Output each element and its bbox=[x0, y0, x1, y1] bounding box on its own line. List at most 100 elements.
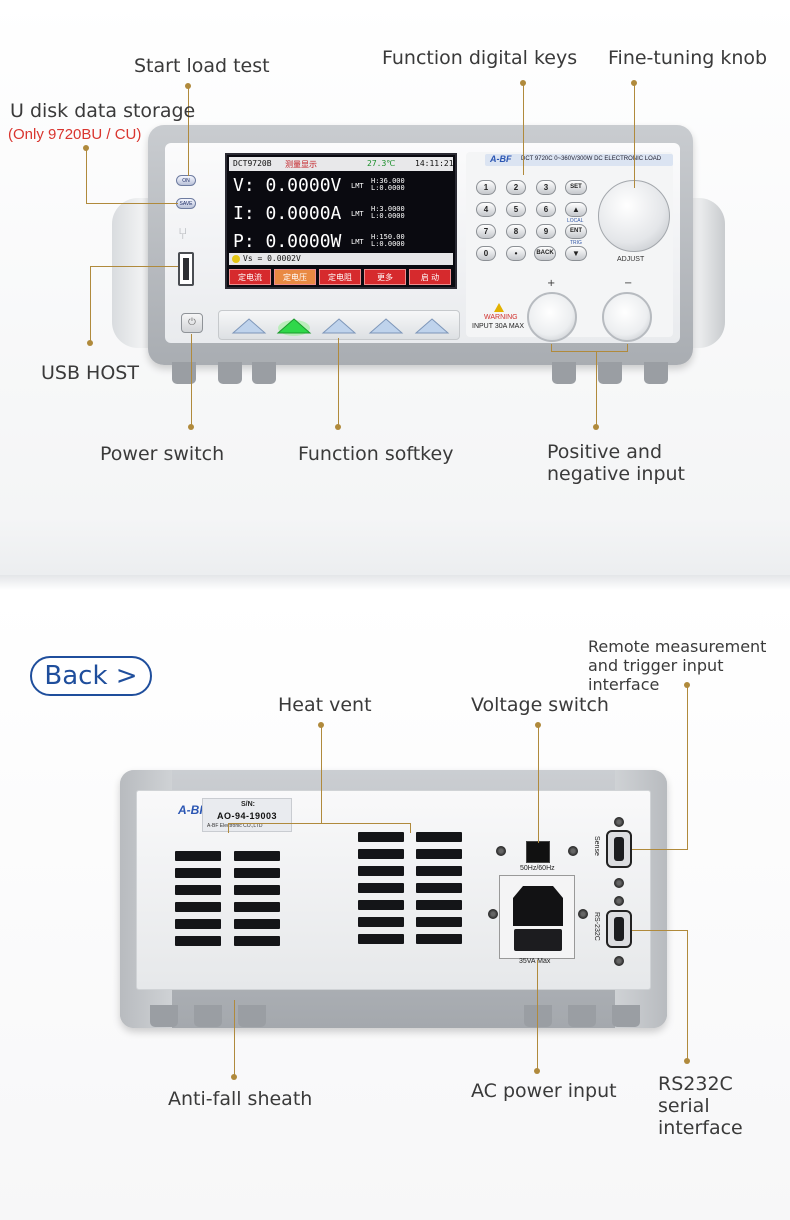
key-back[interactable]: BACK bbox=[534, 246, 556, 261]
power-button[interactable]: ⏻ bbox=[181, 313, 203, 333]
screen-status-bar: DCT9720B 测量显示 27.3℃ 14:11:21 bbox=[229, 157, 454, 171]
softkey-4[interactable] bbox=[368, 318, 404, 334]
p-limit-low: L:0.0000 bbox=[371, 240, 405, 248]
vent-slot bbox=[416, 900, 462, 910]
label-u-disk-storage: U disk data storage bbox=[10, 100, 196, 122]
ac-power-socket[interactable] bbox=[513, 886, 563, 926]
minus-mark: − bbox=[624, 278, 633, 289]
leader-dot bbox=[87, 340, 93, 346]
vent-slot bbox=[358, 883, 404, 893]
key-9[interactable]: 9 bbox=[536, 224, 556, 239]
i-limit-high: H:3.0000 bbox=[371, 205, 405, 213]
foot bbox=[194, 1005, 222, 1027]
screw bbox=[488, 909, 498, 919]
leader-line bbox=[523, 83, 524, 175]
key-4[interactable]: 4 bbox=[476, 202, 496, 217]
leader-line bbox=[188, 86, 189, 176]
key-8[interactable]: 8 bbox=[506, 224, 526, 239]
usb-port[interactable] bbox=[178, 252, 194, 286]
label-start-load-test: Start load test bbox=[134, 55, 270, 77]
screw bbox=[614, 896, 624, 906]
lmt-label: LMT bbox=[351, 182, 364, 190]
screw bbox=[568, 846, 578, 856]
foot bbox=[252, 362, 276, 384]
key-down[interactable]: ▼ bbox=[565, 246, 587, 261]
softkey-1[interactable] bbox=[231, 318, 267, 334]
on-button[interactable]: ON bbox=[176, 175, 196, 186]
section-divider bbox=[0, 575, 790, 590]
lmt-label: LMT bbox=[351, 238, 364, 246]
positive-terminal[interactable] bbox=[527, 292, 577, 342]
sense-label: Sense bbox=[593, 836, 600, 856]
softkey-2[interactable] bbox=[276, 318, 312, 336]
key-7[interactable]: 7 bbox=[476, 224, 496, 239]
leader-dot bbox=[188, 424, 194, 430]
vent-slot bbox=[358, 866, 404, 876]
key-3[interactable]: 3 bbox=[536, 180, 556, 195]
leader-line bbox=[321, 725, 322, 823]
softkey-5[interactable] bbox=[414, 318, 450, 334]
leader-line bbox=[86, 148, 87, 203]
key-ent[interactable]: ENT bbox=[565, 224, 587, 239]
leader-line bbox=[234, 1000, 235, 1076]
key-2[interactable]: 2 bbox=[506, 180, 526, 195]
label-function-digital-keys: Function digital keys bbox=[382, 47, 578, 69]
foot bbox=[150, 1005, 178, 1027]
foot bbox=[218, 362, 242, 384]
leader-line bbox=[551, 351, 628, 352]
save-button[interactable]: SAVE bbox=[176, 198, 196, 209]
company-name: A-BF Electronic CO.,LTD bbox=[207, 823, 263, 829]
voltage-reading: V: 0.0000V bbox=[233, 175, 342, 196]
key-up[interactable]: ▲ bbox=[565, 202, 587, 217]
foot bbox=[568, 1005, 596, 1027]
vent-slot bbox=[358, 849, 404, 859]
label-function-softkey: Function softkey bbox=[298, 443, 454, 465]
vent-slot bbox=[234, 868, 280, 878]
leader-line bbox=[90, 266, 91, 342]
key-dot[interactable]: • bbox=[506, 246, 526, 261]
back-button[interactable]: Back > bbox=[30, 656, 152, 696]
softkey-label-cr: 定电阻 bbox=[319, 269, 361, 285]
voltage-switch[interactable] bbox=[526, 841, 550, 863]
leader-line bbox=[551, 344, 552, 352]
key-0[interactable]: 0 bbox=[476, 246, 496, 261]
sn-value: AO-94-19003 bbox=[217, 811, 278, 821]
power-icon: ⏻ bbox=[188, 317, 196, 328]
leader-dot bbox=[593, 424, 599, 430]
lcd-screen: DCT9720B 测量显示 27.3℃ 14:11:21 V: 0.0000V … bbox=[225, 153, 457, 289]
screen-time: 14:11:21 bbox=[415, 159, 454, 168]
foot bbox=[238, 1005, 266, 1027]
power-rating-label: 35VA Max bbox=[519, 958, 551, 965]
vent-slot bbox=[175, 902, 221, 912]
screen-temp: 27.3℃ bbox=[367, 159, 396, 168]
foot bbox=[644, 362, 668, 384]
label-voltage-switch: Voltage switch bbox=[471, 694, 609, 716]
softkey-label-start: 启 动 bbox=[409, 269, 451, 285]
rs232-port[interactable] bbox=[606, 910, 632, 948]
fuse-holder[interactable] bbox=[514, 929, 562, 951]
softkey-3[interactable] bbox=[321, 318, 357, 334]
leader-line bbox=[632, 849, 688, 850]
vent-slot bbox=[416, 849, 462, 859]
key-1[interactable]: 1 bbox=[476, 180, 496, 195]
sn-label: S/N: bbox=[241, 801, 255, 808]
leader-line bbox=[228, 823, 229, 833]
v-limit-low: L:0.0000 bbox=[371, 184, 405, 192]
vent-slot bbox=[416, 934, 462, 944]
label-fine-tuning-knob: Fine-tuning knob bbox=[608, 47, 768, 69]
screw bbox=[614, 817, 624, 827]
leader-line bbox=[634, 83, 635, 188]
key-6[interactable]: 6 bbox=[536, 202, 556, 217]
sense-port[interactable] bbox=[606, 830, 632, 868]
vent-slot bbox=[175, 936, 221, 946]
vent-slot bbox=[416, 832, 462, 842]
foot bbox=[612, 1005, 640, 1027]
screw bbox=[496, 846, 506, 856]
key-set[interactable]: SET bbox=[565, 180, 587, 195]
brand-strip: A-BF DCT 9720C 0~360V/300W DC ELECTRONIC… bbox=[485, 154, 673, 166]
adjust-knob[interactable] bbox=[598, 180, 670, 252]
negative-terminal[interactable] bbox=[602, 292, 652, 342]
key-5[interactable]: 5 bbox=[506, 202, 526, 217]
vent-slot bbox=[358, 900, 404, 910]
down-arrow-icon: ▼ bbox=[572, 249, 580, 258]
